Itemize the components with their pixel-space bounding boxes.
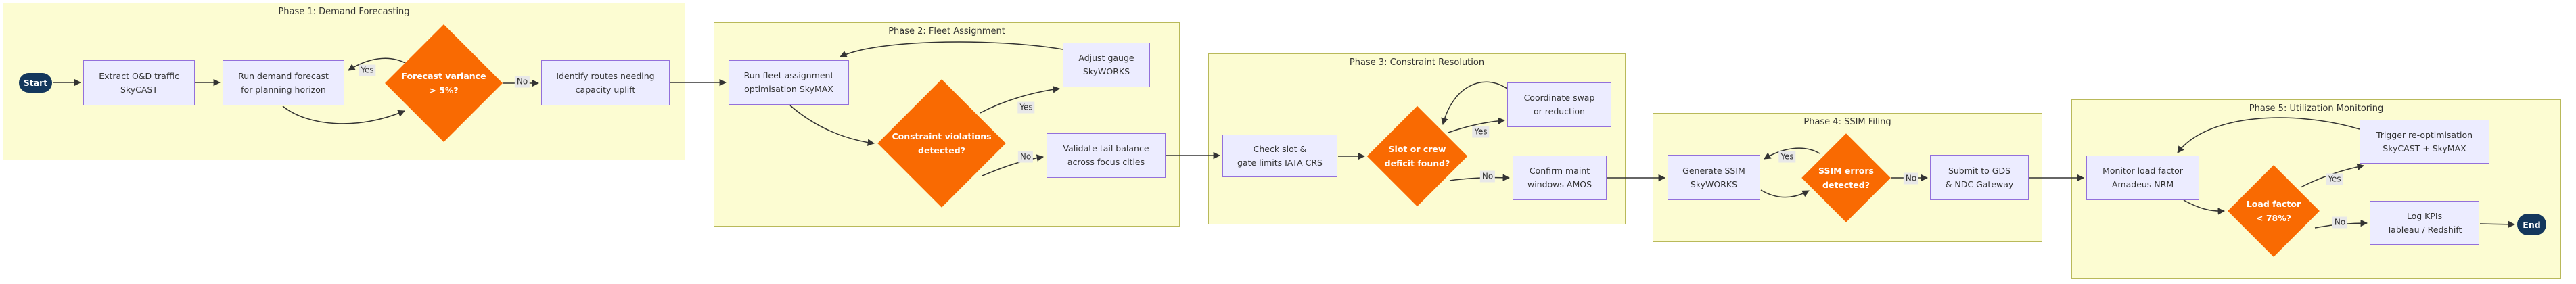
- node-text-line: windows AMOS: [1527, 179, 1592, 189]
- node-text-line: SkyCAST: [120, 84, 158, 95]
- node-text-line: for planning horizon: [241, 84, 326, 95]
- node-text-line: Adjust gauge: [1078, 53, 1134, 63]
- decision-text-line: SSIM errors: [1818, 166, 1874, 176]
- node-check-slot-gate-limits: Check slot & gate limits IATA CRS: [1222, 135, 1337, 177]
- decision-label: SSIM errors detected?: [1801, 133, 1891, 222]
- node-text-line: Coordinate swap: [1523, 93, 1595, 103]
- decision-label: Constraint violations detected?: [877, 79, 1006, 208]
- decision-forecast-variance: Forecast variance > 5%?: [385, 24, 503, 142]
- node-run-fleet-assignment: Run fleet assignment optimisation SkyMAX: [729, 60, 849, 105]
- node-monitor-load-factor: Monitor load factor Amadeus NRM: [2086, 156, 2199, 200]
- node-text-line: Run fleet assignment: [743, 70, 834, 80]
- edge-label-no: No: [1479, 170, 1496, 183]
- node-identify-routes: Identify routes needing capacity uplift: [541, 60, 670, 105]
- decision-text-line: Constraint violations: [892, 131, 992, 141]
- edge-label-yes: Yes: [1778, 151, 1796, 163]
- edge-label-no: No: [1017, 151, 1034, 163]
- node-text-line: Run demand forecast: [238, 70, 329, 81]
- node-extract-od-traffic: Extract O&D traffic SkyCAST: [83, 60, 195, 105]
- node-text-line: gate limits IATA CRS: [1237, 157, 1322, 168]
- phase-3-title: Phase 3: Constraint Resolution: [1349, 57, 1485, 68]
- node-text-line: Monitor load factor: [2102, 166, 2183, 176]
- node-adjust-gauge: Adjust gauge SkyWORKS: [1063, 43, 1150, 87]
- node-text-line: Log KPIs: [2406, 210, 2443, 221]
- node-generate-ssim: Generate SSIM SkyWORKS: [1668, 155, 1760, 200]
- node-text-line: Amadeus NRM: [2111, 179, 2174, 189]
- node-trigger-reoptimisation: Trigger re-optimisation SkyCAST + SkyMAX: [2360, 120, 2489, 164]
- decision-label: Load factor < 78%?: [2228, 165, 2320, 257]
- node-text-line: SkyWORKS: [1690, 179, 1738, 189]
- decision-constraint-violations: Constraint violations detected?: [877, 79, 1006, 208]
- phase-4-title: Phase 4: SSIM Filing: [1803, 117, 1891, 127]
- decision-slot-crew-deficit: Slot or crew deficit found?: [1366, 105, 1468, 207]
- edge-label-yes: Yes: [2326, 173, 2343, 185]
- node-coordinate-swap: Coordinate swap or reduction: [1507, 82, 1611, 127]
- node-text-line: optimisation SkyMAX: [744, 84, 833, 94]
- node-validate-tail-balance: Validate tail balance across focus citie…: [1046, 133, 1166, 178]
- node-run-demand-forecast: Run demand forecast for planning horizon: [223, 60, 344, 105]
- decision-label: Slot or crew deficit found?: [1367, 105, 1467, 207]
- decision-text-line: > 5%?: [429, 85, 459, 95]
- decision-text-line: Slot or crew: [1388, 144, 1446, 154]
- edge-label-yes: Yes: [1472, 126, 1490, 138]
- node-text-line: Validate tail balance: [1063, 143, 1149, 153]
- node-text-line: Trigger re-optimisation: [2376, 129, 2473, 140]
- node-text-line: Confirm maint: [1529, 166, 1590, 176]
- node-text-line: & NDC Gateway: [1945, 179, 2014, 189]
- start-node: Start: [19, 73, 52, 93]
- edge-label-no: No: [514, 76, 530, 88]
- node-confirm-maint-windows: Confirm maint windows AMOS: [1513, 156, 1607, 200]
- node-text-line: Check slot &: [1253, 143, 1307, 154]
- node-text-line: SkyWORKS: [1082, 66, 1130, 76]
- decision-text-line: < 78%?: [2256, 213, 2291, 223]
- node-text-line: Tableau / Redshift: [2387, 224, 2462, 235]
- phase-5-title: Phase 5: Utilization Monitoring: [2249, 103, 2384, 114]
- decision-text-line: Forecast variance: [401, 71, 486, 81]
- decision-text-line: Load factor: [2246, 199, 2301, 209]
- decision-text-line: detected?: [918, 145, 965, 156]
- edge-label-yes: Yes: [1017, 101, 1035, 114]
- phase-2-title: Phase 2: Fleet Assignment: [888, 26, 1005, 37]
- node-text-line: SkyCAST + SkyMAX: [2383, 143, 2466, 153]
- node-text-line: across focus cities: [1067, 157, 1145, 167]
- decision-text-line: deficit found?: [1384, 158, 1450, 168]
- node-text-line: Generate SSIM: [1682, 165, 1745, 176]
- end-node: End: [2517, 214, 2546, 235]
- decision-load-factor: Load factor < 78%?: [2228, 165, 2320, 257]
- node-submit-gds-ndc: Submit to GDS & NDC Gateway: [1930, 155, 2029, 200]
- edge-label-yes: Yes: [359, 64, 376, 76]
- node-log-kpis: Log KPIs Tableau / Redshift: [2370, 201, 2479, 245]
- decision-text-line: detected?: [1822, 180, 1870, 190]
- node-text-line: or reduction: [1534, 106, 1585, 116]
- node-text-line: capacity uplift: [575, 84, 636, 95]
- decision-label: Forecast variance > 5%?: [385, 24, 503, 142]
- phase-1-title: Phase 1: Demand Forecasting: [278, 7, 410, 17]
- node-text-line: Submit to GDS: [1948, 165, 2011, 176]
- edge-label-no: No: [1903, 172, 1919, 185]
- node-text-line: Identify routes needing: [556, 70, 655, 81]
- decision-ssim-errors: SSIM errors detected?: [1801, 133, 1891, 222]
- node-text-line: Extract O&D traffic: [99, 70, 179, 81]
- edge-label-no: No: [2332, 216, 2348, 229]
